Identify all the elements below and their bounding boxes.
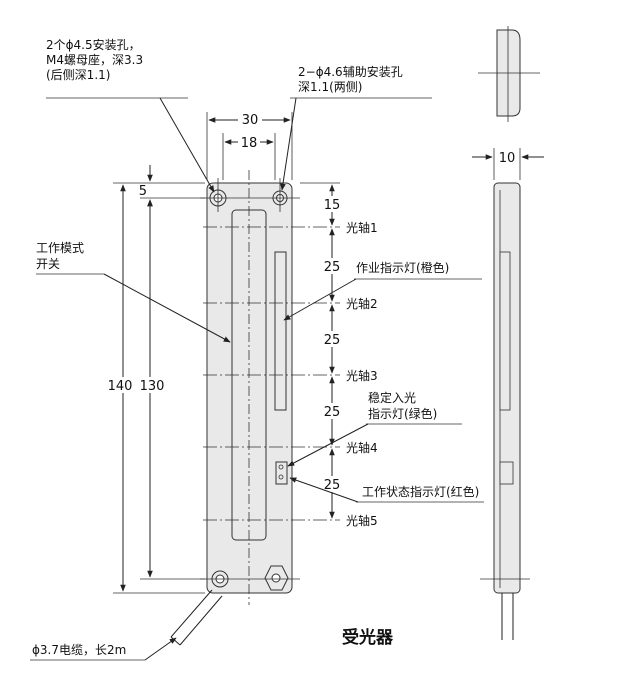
dim-pitch-4: 25	[324, 478, 341, 493]
axis-label-3: 光轴3	[346, 368, 378, 383]
dim-pitch-1: 25	[324, 260, 341, 275]
axis-label-4: 光轴4	[346, 440, 378, 455]
dim-side-width-10: 10	[499, 151, 516, 166]
dim-height-130: 130	[140, 379, 165, 394]
dimension-lines	[104, 112, 341, 594]
dim-first-axis-15: 15	[324, 198, 341, 213]
operation-indicator-window	[274, 251, 287, 411]
stable-light-callout-line1: 稳定入光	[368, 390, 416, 405]
dim-height-140: 140	[108, 379, 133, 394]
operation-indicator-callout: 作业指示灯(橙色)	[356, 260, 449, 275]
work-mode-callout-line2: 开关	[36, 257, 60, 271]
dim-width-18: 18	[241, 136, 258, 151]
dim-pitch-3: 25	[324, 405, 341, 420]
axis-label-1: 光轴1	[346, 220, 378, 235]
aux-hole-callout-line2: 深1.1(两侧)	[298, 80, 362, 94]
axis-label-2: 光轴2	[346, 296, 378, 311]
cable-callout: ϕ3.7电缆，长2m	[32, 643, 126, 657]
stable-light-indicator	[275, 461, 288, 485]
status-indicator-callout: 工作状态指示灯(红色)	[362, 484, 479, 499]
aux-hole-callout-line1: 2−ϕ4.6辅助安装孔	[298, 64, 403, 79]
dim-width-30: 30	[242, 113, 259, 128]
side-view	[472, 148, 544, 640]
cable	[170, 589, 223, 646]
stable-light-callout-line2: 指示灯(绿色)	[368, 406, 437, 421]
mount-hole-callout-line1: 2个ϕ4.5安装孔，	[46, 37, 141, 52]
top-side-view	[478, 26, 540, 122]
dim-pitch-2: 25	[324, 333, 341, 348]
front-view	[170, 170, 340, 646]
axis-label-5: 光轴5	[346, 513, 378, 528]
work-mode-callout-line1: 工作模式	[36, 241, 84, 255]
dim-offset-5: 5	[139, 184, 147, 199]
mount-hole-callout-line3: (后侧深1.1)	[46, 68, 110, 82]
diagram-caption: 受光器	[342, 627, 394, 648]
mount-hole-callout-line2: M4螺母座，深3.3	[46, 52, 143, 67]
